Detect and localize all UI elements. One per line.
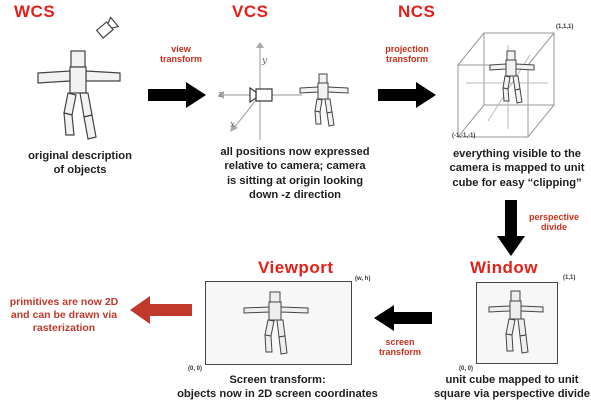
perspective-divide-arrow xyxy=(497,200,525,256)
window-corner-bottom: (0, 0) xyxy=(459,366,474,372)
robot-figure-vcs xyxy=(299,73,349,127)
y-axis-label: y xyxy=(262,56,268,66)
wcs-title: WCS xyxy=(14,2,56,21)
vcs-scene xyxy=(218,42,349,140)
window-caption: unit cube mapped to unit square via pers… xyxy=(433,374,591,401)
screen-transform-arrow xyxy=(374,305,432,331)
ncs-corner-top: (1,1,1) xyxy=(556,24,574,30)
ncs-cube xyxy=(457,32,555,138)
camera-icon xyxy=(249,86,273,104)
robot-figure-wcs xyxy=(37,16,121,140)
vcs-title: VCS xyxy=(232,2,269,21)
view-transform-label: view transform xyxy=(159,44,202,64)
rasterization-note: primitives are now 2D and can be drawn v… xyxy=(9,296,119,335)
ncs-title: NCS xyxy=(398,2,436,21)
viewport-title: Viewport xyxy=(258,258,334,277)
projection-transform-arrow xyxy=(378,82,436,108)
viewport-corner-top: (w, h) xyxy=(355,276,371,282)
ncs-corner-bottom: (-1,-1,-1) xyxy=(452,133,476,139)
wcs-caption: original description of objects xyxy=(28,150,132,177)
robot-figure-viewport xyxy=(243,291,309,355)
viewport-caption: Screen transform: objects now in 2D scre… xyxy=(177,374,378,401)
vcs-caption: all positions now expressed relative to … xyxy=(220,146,370,201)
rasterization-arrow xyxy=(130,296,192,324)
ncs-caption: everything visible to the camera is mapp… xyxy=(449,148,585,189)
window-title: Window xyxy=(470,258,538,277)
window-box xyxy=(476,282,558,364)
projection-transform-label: projection transform xyxy=(385,44,429,64)
window-corner-top: (1,1) xyxy=(563,275,576,281)
x-axis-label: x xyxy=(230,120,236,130)
viewport-corner-bottom: (0, 0) xyxy=(188,366,203,372)
z-axis-label: z xyxy=(218,90,223,100)
screen-transform-label: screen transform xyxy=(378,337,421,357)
viewport-box xyxy=(205,281,352,365)
robot-figure-ncs xyxy=(489,50,535,104)
perspective-divide-label: perspective divide xyxy=(528,212,580,232)
view-transform-arrow xyxy=(148,82,206,108)
robot-figure-window xyxy=(488,290,544,354)
